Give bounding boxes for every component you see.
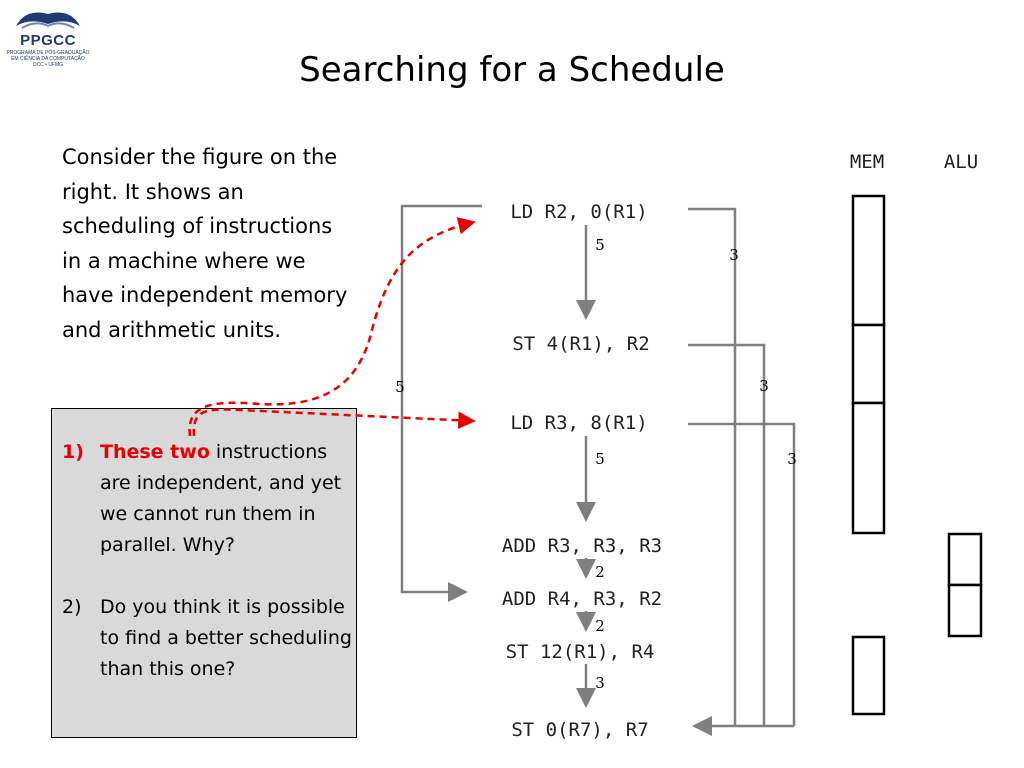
mem-slot-ld-r2 <box>851 194 886 327</box>
latency-label: 3 <box>729 246 739 264</box>
latency-label: 5 <box>595 450 605 468</box>
instr-ld-r3: LD R3, 8(R1) <box>510 412 647 434</box>
question-1-highlight: These two <box>100 441 210 463</box>
question-2-number: 2) <box>62 596 82 618</box>
mem-slot-st-4 <box>851 323 886 405</box>
instr-add-r3: ADD R3, R3, R3 <box>502 535 662 557</box>
instr-add-r4: ADD R4, R3, R2 <box>502 588 662 610</box>
alu-slot-add-r3 <box>947 532 983 587</box>
highlight-arrow-to-ld-r2 <box>188 217 476 437</box>
instr-st-0-r7: ST 0(R7), R7 <box>511 719 648 741</box>
question-1-rest: instructions are independent, and yet we… <box>100 441 342 556</box>
highlight-arrow-to-ld-r3 <box>192 408 476 437</box>
mem-slot-ld-r3 <box>851 401 886 535</box>
questions-box: 1) These two instructions are independen… <box>51 408 357 738</box>
mem-slot-st-12 <box>851 635 886 716</box>
logo-subtitle-2: EM CIÊNCIA DA COMPUTAÇÃO <box>11 56 85 62</box>
question-1-number: 1) <box>62 441 84 463</box>
unit-mem-label: MEM <box>850 151 884 173</box>
instr-st-12-r1: ST 12(R1), R4 <box>506 641 655 663</box>
dep-line-ld-r3-to-st-r7 <box>688 422 796 726</box>
page-title: Searching for a Schedule <box>299 50 725 90</box>
dep-line-ld-r2-to-st-r7 <box>688 207 737 726</box>
latency-label: 3 <box>595 674 605 692</box>
question-1-text: These two instructions are independent, … <box>100 437 352 561</box>
intro-text: Consider the figure on the right. It sho… <box>62 145 348 342</box>
dep-arrow-ld-r2-to-add-r4 <box>400 204 482 602</box>
ppgcc-logo: PPGCC PROGRAMA DE PÓS-GRADUAÇÃO EM CIÊNC… <box>6 6 90 68</box>
latency-label: 2 <box>595 563 605 581</box>
logo-subtitle-3: DCC • UFMG <box>32 62 64 68</box>
logo-emblem-icon <box>16 12 80 29</box>
logo-text: PPGCC <box>20 32 76 49</box>
latency-label: 5 <box>395 378 405 396</box>
logo-subtitle-1: PROGRAMA DE PÓS-GRADUAÇÃO <box>6 50 90 56</box>
alu-slot-add-r4 <box>947 583 983 638</box>
dep-line-st-to-st-r7 <box>688 343 766 726</box>
latency-label: 3 <box>759 377 769 395</box>
instr-st-4-r1: ST 4(R1), R2 <box>512 333 649 355</box>
latency-label: 2 <box>595 617 605 635</box>
question-2-text: Do you think it is possible to find a be… <box>100 596 352 680</box>
latency-label: 3 <box>787 450 797 468</box>
latency-label: 5 <box>595 236 605 254</box>
instr-ld-r2: LD R2, 0(R1) <box>510 201 647 223</box>
unit-alu-label: ALU <box>944 151 978 173</box>
